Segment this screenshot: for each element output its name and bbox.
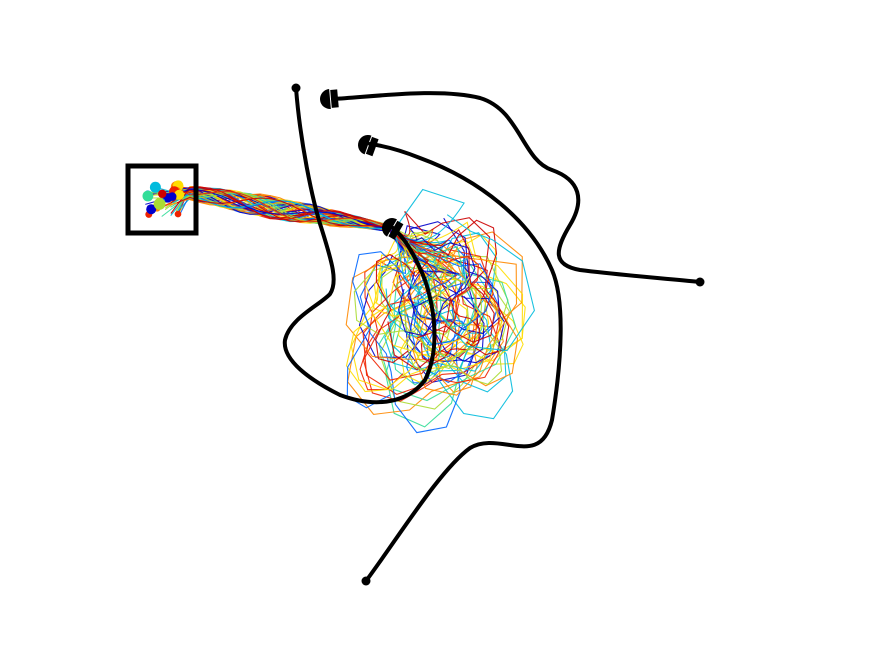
start-point (174, 189, 185, 200)
start-point (142, 190, 154, 202)
path-2 (364, 142, 563, 583)
path-1 (282, 86, 437, 405)
gripper-icon (320, 89, 339, 109)
gripper-icon (358, 135, 379, 157)
start-point (146, 204, 157, 215)
start-point (167, 192, 177, 201)
start-point (153, 198, 166, 210)
path-markers (291, 83, 705, 586)
start-points (142, 180, 185, 218)
path-2-start-dot (361, 576, 371, 586)
path-1-start-dot (291, 83, 301, 93)
planned-paths (282, 86, 702, 583)
start-point (158, 189, 167, 198)
path-3 (331, 91, 702, 284)
start-point (149, 181, 161, 193)
path-3-end-dot (695, 277, 705, 287)
start-region (125, 163, 199, 236)
gripper-icon (382, 218, 404, 240)
start-point (174, 210, 182, 218)
start-region-box (125, 163, 199, 236)
